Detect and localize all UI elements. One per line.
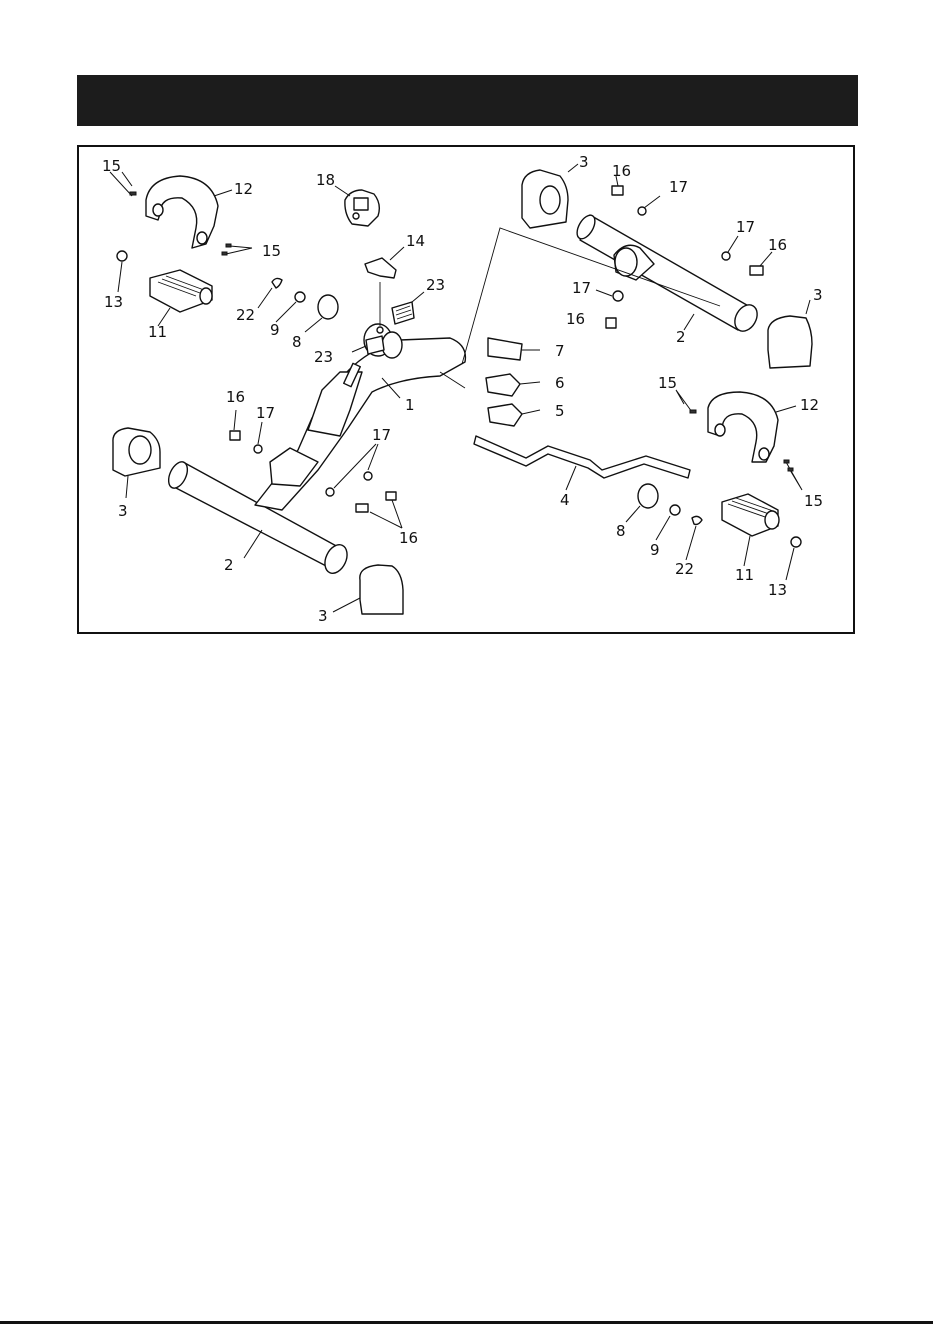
console-icon <box>335 186 379 226</box>
exploded-parts-diagram: 15 12 18 3 16 17 15 14 13 11 22 9 8 23 2… <box>0 0 933 700</box>
end-cap-icon <box>333 565 403 614</box>
callout-16: 16 <box>612 162 631 180</box>
callout-12: 12 <box>234 180 253 198</box>
callout-15: 15 <box>102 157 121 175</box>
callout-9: 9 <box>270 321 280 339</box>
spacer-group-right <box>626 484 702 560</box>
callout-4: 4 <box>560 491 570 509</box>
callout-3: 3 <box>318 607 328 625</box>
callout-23: 23 <box>314 348 333 366</box>
callout-17: 17 <box>372 426 391 444</box>
callout-14: 14 <box>406 232 425 250</box>
end-cap-icon <box>522 164 578 228</box>
callout-7: 7 <box>555 342 565 360</box>
crank-axle <box>474 436 690 490</box>
callout-11: 11 <box>148 323 167 341</box>
callout-5: 5 <box>555 402 565 420</box>
label-sticker <box>392 292 424 324</box>
washer-icon <box>791 537 801 547</box>
left-stabilizer-tube <box>165 459 352 577</box>
callout-23: 23 <box>426 276 445 294</box>
callout-9: 9 <box>650 541 660 559</box>
callout-18: 18 <box>316 171 335 189</box>
callout-22: 22 <box>675 560 694 578</box>
washer-icon <box>117 251 127 261</box>
callout-11: 11 <box>735 566 754 584</box>
bracket-parts <box>486 338 540 426</box>
pedal-icon <box>150 270 212 326</box>
callout-3: 3 <box>118 502 128 520</box>
callout-3: 3 <box>813 286 823 304</box>
strap-icon <box>708 392 796 462</box>
callout-16: 16 <box>768 236 787 254</box>
callout-15: 15 <box>658 374 677 392</box>
callout-17: 17 <box>572 279 591 297</box>
strap-icon <box>146 176 232 248</box>
callout-2: 2 <box>676 328 686 346</box>
callout-16: 16 <box>226 388 245 406</box>
callout-1: 1 <box>405 396 415 414</box>
bolt-icon <box>326 444 402 528</box>
right-stabilizer-tube <box>573 212 761 335</box>
callout-17: 17 <box>669 178 688 196</box>
callout-15: 15 <box>804 492 823 510</box>
callout-22: 22 <box>236 306 255 324</box>
callout-16: 16 <box>566 310 585 328</box>
end-cap-icon <box>768 300 812 368</box>
callout-3: 3 <box>579 153 589 171</box>
callout-15: 15 <box>262 242 281 260</box>
callout-12: 12 <box>800 396 819 414</box>
callout-16: 16 <box>399 529 418 547</box>
callout-8: 8 <box>292 333 302 351</box>
callout-13: 13 <box>104 293 123 311</box>
callout-13: 13 <box>768 581 787 599</box>
pedal-icon <box>722 494 779 566</box>
end-cap-icon <box>113 428 160 498</box>
callout-6: 6 <box>555 374 565 392</box>
callout-2: 2 <box>224 556 234 574</box>
callout-17: 17 <box>736 218 755 236</box>
main-frame <box>255 338 465 510</box>
callout-8: 8 <box>616 522 626 540</box>
callout-17: 17 <box>256 404 275 422</box>
